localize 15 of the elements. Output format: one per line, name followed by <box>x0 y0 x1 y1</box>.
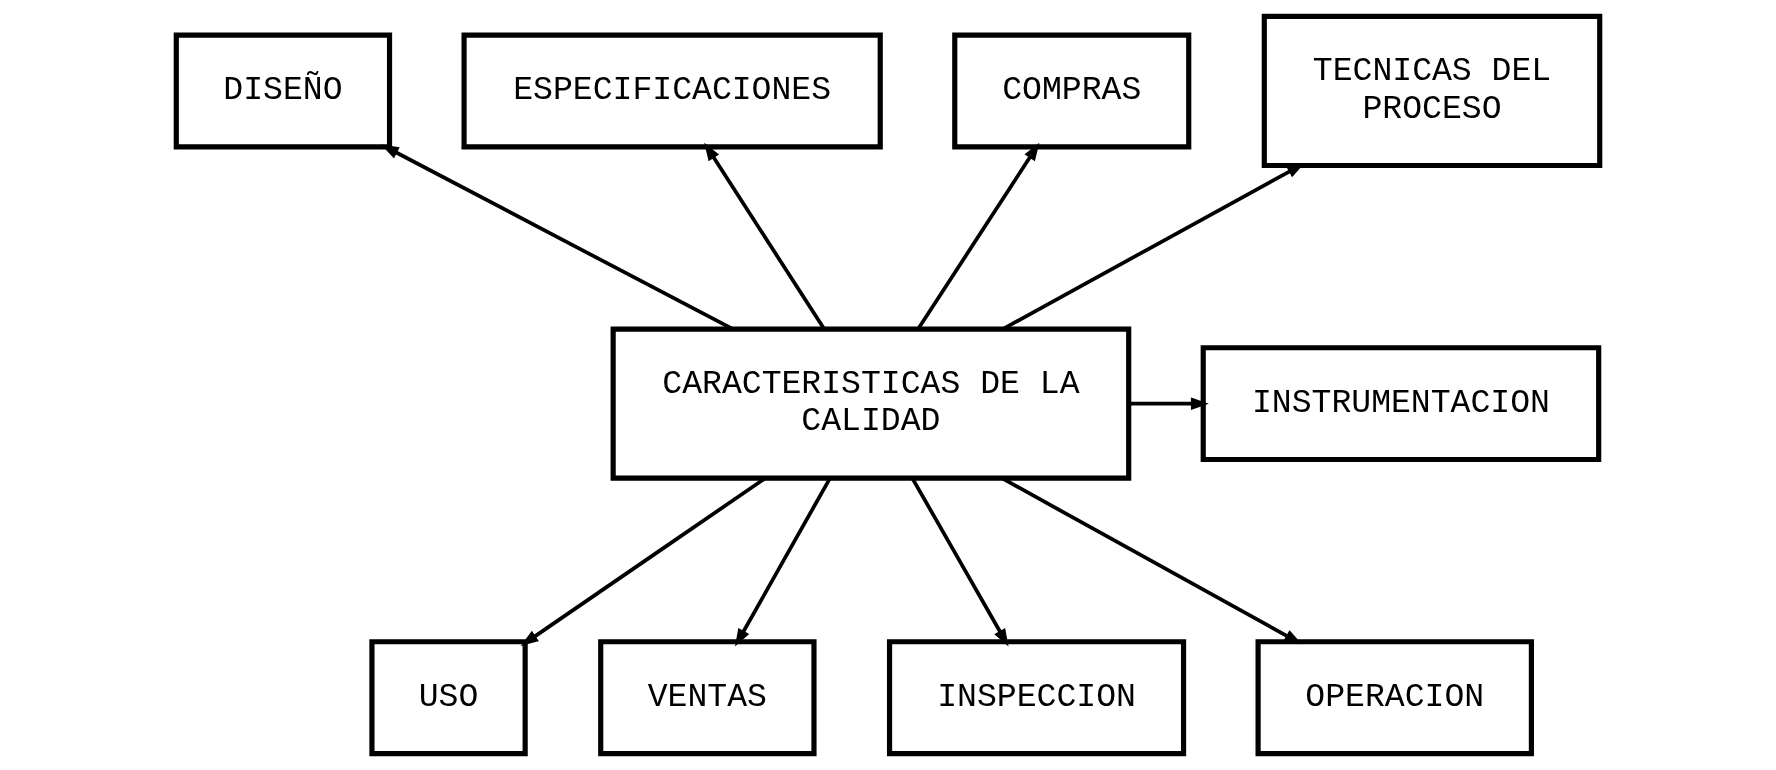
node-box: VENTAS <box>598 639 817 757</box>
arrow <box>1128 397 1209 410</box>
node-box: ESPECIFICACIONES <box>461 32 883 150</box>
node-box: INSPECCION <box>886 639 1187 757</box>
node-box: INSTRUMENTACION <box>1200 345 1602 463</box>
arrow <box>704 142 826 330</box>
node-box: TECNICAS DEL PROCESO <box>1261 13 1603 169</box>
node-box: COMPRAS <box>952 32 1192 150</box>
node-box: CARACTERISTICAS DE LA CALIDAD <box>610 326 1132 481</box>
arrow <box>916 142 1040 330</box>
arrow <box>911 477 1009 647</box>
node-box: DISEÑO <box>173 32 393 150</box>
node-box: OPERACION <box>1255 639 1534 757</box>
node-box: USO <box>369 639 528 757</box>
arrow <box>735 477 832 647</box>
